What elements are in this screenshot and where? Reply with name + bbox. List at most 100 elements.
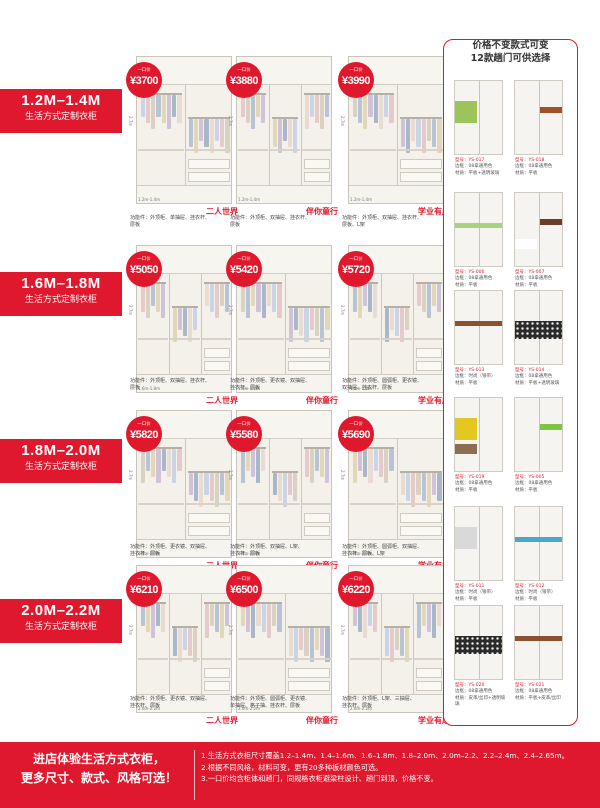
shelf (270, 149, 300, 151)
garment (150, 284, 156, 306)
garment (188, 308, 193, 342)
garment (416, 604, 421, 638)
drawer (400, 526, 442, 536)
door-model: 型号：YS-012 (515, 584, 545, 589)
function-list: 功能件：外顶柜、双抽屉、L架、 挂衣杆、层板 (230, 544, 303, 558)
door-accent-band-secondary (455, 444, 477, 454)
shelf (350, 658, 380, 660)
width-dimension: 1.2m-1.4m (350, 197, 372, 202)
price-amount: ¥3990 (341, 75, 371, 87)
theme-tagline: 伴你童行 (306, 716, 338, 725)
door-line2: 边框：08拿通用色 (455, 276, 493, 282)
door-line2: 边框：08拿通用色 (515, 374, 553, 380)
garment (400, 308, 405, 342)
price-amount: ¥5420 (229, 264, 259, 276)
shelf (414, 658, 444, 660)
garment (240, 95, 245, 117)
footer-slogan-line1: 进店体验生活方式衣柜， (32, 752, 165, 766)
drawer (288, 668, 330, 678)
price-amount: ¥5050 (129, 264, 159, 276)
garment (400, 473, 405, 495)
footer-banner: 进店体验生活方式衣柜， 更多尺寸、款式、风格可选！ 1.生活方式衣柜尺寸覆盖1.… (0, 742, 600, 808)
door-line3: 材质：平板 (515, 282, 538, 288)
door-model: 型号：YS-006 (455, 270, 485, 275)
width-dimension: 1.8m-2.0m (350, 551, 372, 556)
hanging-rod (352, 93, 394, 95)
door-panel-title-line2: 12款趟门可供选择 (470, 52, 551, 64)
door-line2: 边框：08拿通用色 (515, 164, 553, 170)
hanging-rod (352, 447, 394, 449)
garment (357, 284, 362, 318)
hanging-rod (272, 117, 298, 119)
door-line3: 材质：平板+透明玻璃 (455, 170, 500, 176)
width-dimension: 1.6m-1.8m (238, 386, 260, 391)
theme-tagline: 学业有成 (418, 207, 450, 216)
sliding-door-swatch (514, 80, 563, 155)
drawer (288, 681, 330, 691)
wardrobe-illustration (348, 410, 444, 558)
theme-tagline: 伴你童行 (306, 396, 338, 405)
garment (421, 473, 426, 501)
garment (272, 284, 277, 312)
garment (266, 604, 271, 638)
width-dimension: 1.2m-1.4m (238, 197, 260, 202)
door-line2: 边框：时尚（银带） (515, 590, 556, 596)
garment (272, 604, 277, 626)
garment (357, 604, 362, 632)
sliding-door-swatch (454, 397, 503, 472)
drawer (304, 172, 330, 182)
door-accent-band (455, 101, 477, 123)
hanging-rod (172, 306, 198, 308)
price-unit: 一口价 (349, 257, 363, 262)
garment (309, 308, 314, 330)
width-dimension: 1.8m-2.0m (238, 551, 260, 556)
garment (172, 449, 177, 483)
garment (352, 604, 357, 626)
door-accent-band (515, 636, 562, 641)
garment (432, 473, 437, 495)
garment (314, 628, 319, 650)
garment (214, 119, 219, 141)
garment (314, 95, 320, 123)
door-model: 型号：YS-014 (515, 368, 545, 373)
garment (400, 119, 405, 147)
price-badge: 一口价¥3700 (126, 62, 162, 98)
width-dimension: 2.0m-2.2m (238, 706, 260, 711)
garment (150, 604, 156, 638)
panel-divider (413, 594, 414, 694)
shelf (302, 503, 332, 505)
price-unit: 一口价 (137, 422, 151, 427)
drawer (288, 361, 330, 371)
door-line3: 材质：平板 (515, 487, 538, 493)
door-model: 型号：YS-018 (515, 158, 545, 163)
garment (426, 284, 432, 318)
function-list: 功能件：外顶柜、双抽屉、挂衣杆、 层板 (130, 378, 211, 392)
drawer (304, 513, 330, 523)
sliding-door-swatch (514, 506, 563, 581)
hanging-rod (140, 93, 182, 95)
garment (288, 473, 293, 495)
garment (277, 284, 282, 318)
garment (225, 119, 230, 153)
base-plinth (237, 539, 331, 557)
door-line3: 材质：平板 (515, 170, 538, 176)
garment (325, 628, 330, 662)
door-line2: 边框：时尚（银带） (455, 590, 496, 596)
panel-divider (397, 439, 398, 539)
garment (299, 308, 304, 336)
door-seam (539, 193, 540, 266)
footer-note-3: 3.一口价均含柜体和趟门，同规格衣柜避梁柱设计、趟门到顶，价格不变。 (201, 774, 438, 784)
door-accent-band (515, 321, 562, 339)
hanging-rod (304, 447, 330, 449)
panel-divider (169, 274, 170, 374)
size-range: 1.6M–1.8M (21, 275, 101, 292)
theme-tagline: 二人世界 (206, 716, 238, 725)
panel-divider (185, 85, 186, 185)
sliding-door-swatch (514, 192, 563, 267)
garment (368, 95, 373, 117)
